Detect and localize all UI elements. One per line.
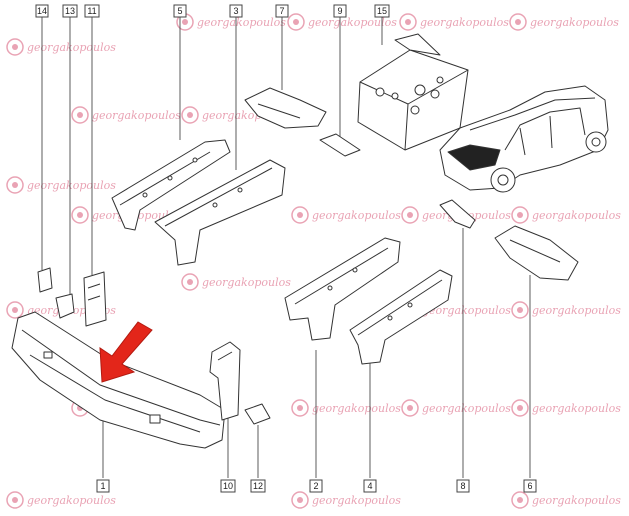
watermark: georgakopoulos [401,399,511,417]
svg-text:4: 4 [367,481,372,491]
frame-rail-part [349,269,453,365]
upper-rail-part [111,139,231,231]
mount-bracket-part [83,271,107,327]
watermark: georgakopoulos [511,491,621,509]
svg-text:8: 8 [460,481,465,491]
svg-text:georgakopoulos: georgakopoulos [27,41,116,54]
svg-text:georgakopoulos: georgakopoulos [312,402,401,415]
watermark: georgakopoulos [511,399,621,417]
part-label: 5 [173,4,187,18]
svg-text:georgakopoulos: georgakopoulos [530,16,619,29]
watermarks: georgakopoulos georgakopoulos georgakopo… [6,13,621,509]
part-labels: 14 13 11 5 3 7 9 15 1 10 12 2 4 8 6 [35,4,537,493]
watermark: georgakopoulos [6,491,116,509]
part-label: 13 [62,4,78,18]
small-bracket-part [37,267,53,293]
svg-text:georgakopoulos: georgakopoulos [308,16,397,29]
svg-text:georgakopoulos: georgakopoulos [422,402,511,415]
vertical-bracket-part [209,341,241,421]
svg-text:9: 9 [337,6,342,16]
watermark: georgakopoulos [291,206,401,224]
part-label: 3 [229,4,243,18]
part-label: 12 [250,479,266,493]
panel-bracket-part [244,87,327,129]
watermark: georgakopoulos [6,38,116,56]
watermark: georgakopoulos [181,273,291,291]
car-outline [439,85,609,191]
watermark: georgakopoulos [71,106,181,124]
svg-text:georgakopoulos: georgakopoulos [312,209,401,222]
watermark: georgakopoulos [399,13,509,31]
svg-text:14: 14 [37,6,47,16]
watermark: georgakopoulos [509,13,619,31]
svg-text:2: 2 [313,481,318,491]
svg-text:georgakopoulos: georgakopoulos [92,109,181,122]
wheel-arch-panel-part [494,225,579,281]
watermark: georgakopoulos [511,301,621,319]
svg-text:12: 12 [253,481,263,491]
svg-text:6: 6 [527,481,532,491]
svg-text:georgakopoulos: georgakopoulos [197,16,286,29]
bumper-reinforcement-part [11,311,226,449]
svg-text:georgakopoulos: georgakopoulos [27,494,116,507]
small-support-part [319,133,361,157]
watermark: georgakopoulos [291,491,401,509]
part-label: 2 [309,479,323,493]
part-label: 1 [96,479,110,493]
svg-text:georgakopoulos: georgakopoulos [27,179,116,192]
latch-support-part [439,199,476,229]
svg-text:georgakopoulos: georgakopoulos [532,209,621,222]
part-label: 15 [374,4,390,18]
part-label: 7 [275,4,289,18]
side-member-part [154,159,286,266]
svg-text:7: 7 [279,6,284,16]
part-label: 4 [363,479,377,493]
svg-text:georgakopoulos: georgakopoulos [532,304,621,317]
part-label: 14 [35,4,49,18]
part-label: 6 [523,479,537,493]
svg-text:11: 11 [87,6,96,16]
fastener-kit-part [357,49,469,151]
watermark: georgakopoulos [511,206,621,224]
svg-text:georgakopoulos: georgakopoulos [420,16,509,29]
svg-text:15: 15 [377,6,387,16]
svg-text:1: 1 [100,481,105,491]
svg-text:5: 5 [177,6,182,16]
svg-text:georgakopoulos: georgakopoulos [532,494,621,507]
watermark: georgakopoulos [287,13,397,31]
watermark: georgakopoulos [6,176,116,194]
svg-text:10: 10 [223,481,233,491]
svg-text:georgakopoulos: georgakopoulos [532,402,621,415]
lower-rail-part [284,237,401,341]
watermark: georgakopoulos [291,399,401,417]
part-label: 11 [84,4,100,18]
svg-text:georgakopoulos: georgakopoulos [202,276,291,289]
clip-part [244,403,271,425]
part-label: 10 [220,479,236,493]
parts [11,33,609,449]
svg-text:georgakopoulos: georgakopoulos [312,494,401,507]
part-label: 8 [456,479,470,493]
leader-lines [41,16,531,478]
bracket-part [55,293,75,319]
svg-text:georgakopoulos: georgakopoulos [422,304,511,317]
svg-text:13: 13 [65,6,75,16]
red-arrow-icon [99,321,153,383]
svg-text:3: 3 [233,6,238,16]
part-label: 9 [333,4,347,18]
